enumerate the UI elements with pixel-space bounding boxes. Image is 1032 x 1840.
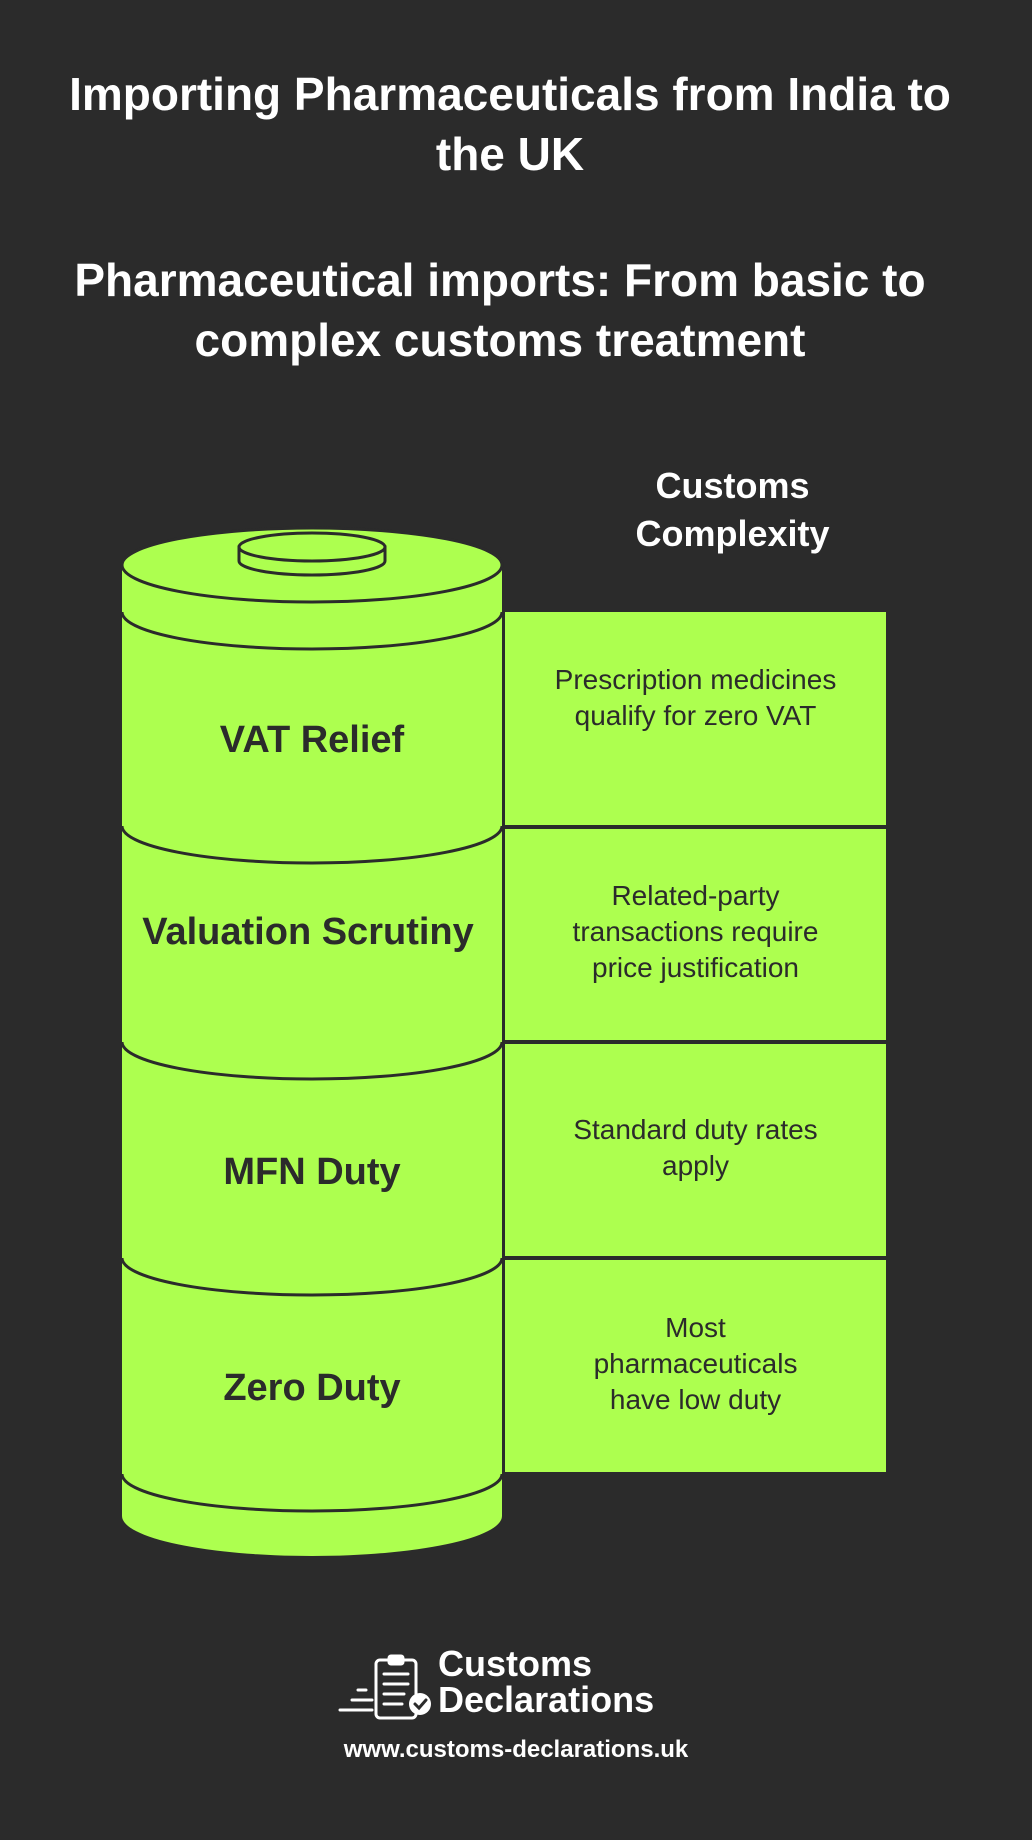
description-box [505, 1044, 886, 1256]
layer-description: Most pharmaceuticals have low duty [593, 1312, 798, 1415]
description-box [505, 1260, 886, 1472]
clipboard-check-icon [338, 1654, 431, 1720]
cylinder-body [122, 565, 502, 1556]
layer-label: VAT Relief [219, 719, 405, 761]
brand-line-1: Customs [438, 1643, 593, 1684]
description-box [505, 829, 886, 1040]
main-title: Importing Pharmaceuticals from India to … [69, 68, 951, 180]
layer-label: Zero Duty [223, 1367, 401, 1409]
layer-description: Standard duty rates apply [573, 1114, 818, 1181]
layer-divider [120, 825, 504, 865]
cylinder [120, 526, 504, 1556]
layer-divider [120, 1257, 504, 1297]
description-box [505, 612, 886, 825]
brand-name: Customs Declarations [438, 1646, 654, 1718]
layer-divider [120, 1041, 504, 1081]
lid-top [237, 531, 387, 563]
layer-label: Valuation Scrutiny [142, 911, 474, 953]
layer-label: MFN Duty [223, 1151, 401, 1193]
column-header: Customs Complexity [635, 465, 830, 554]
band-line [120, 1473, 504, 1513]
layer-description: Prescription medicines qualify for zero … [554, 664, 837, 731]
subtitle: Pharmaceutical imports: From basic to co… [74, 254, 926, 366]
band-line [120, 611, 504, 651]
brand-line-2: Declarations [438, 1679, 655, 1720]
layer-description: Related-party transactions require price… [572, 880, 819, 983]
website-url: www.customs-declarations.uk [343, 1736, 689, 1763]
